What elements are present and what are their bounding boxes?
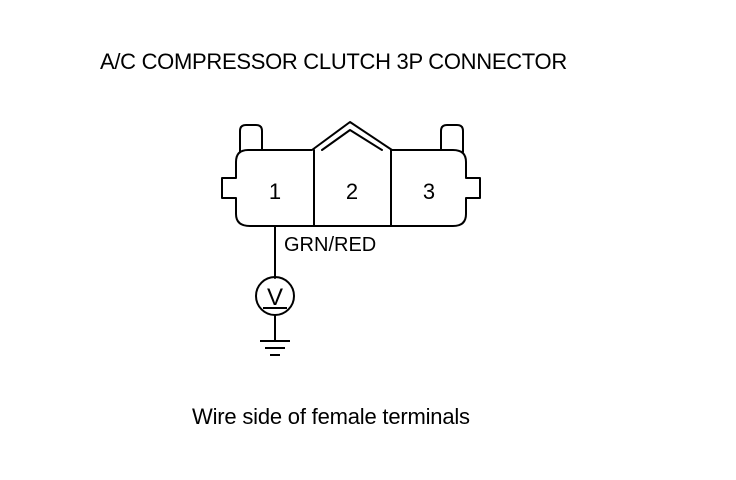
ground-icon [260,340,290,356]
terminal-3-label: 3 [423,179,435,204]
wire-color-label: GRN/RED [284,234,376,256]
terminal-1-label: 1 [269,179,281,204]
right-latch [440,124,464,153]
key-ridge [321,129,383,151]
left-latch [239,124,263,153]
voltmeter-symbol: V [267,284,283,311]
terminal-2-label: 2 [346,179,358,204]
diagram-title: A/C COMPRESSOR CLUTCH 3P CONNECTOR [100,49,567,74]
connector-housing [221,121,481,227]
diagram-caption: Wire side of female terminals [192,404,470,429]
